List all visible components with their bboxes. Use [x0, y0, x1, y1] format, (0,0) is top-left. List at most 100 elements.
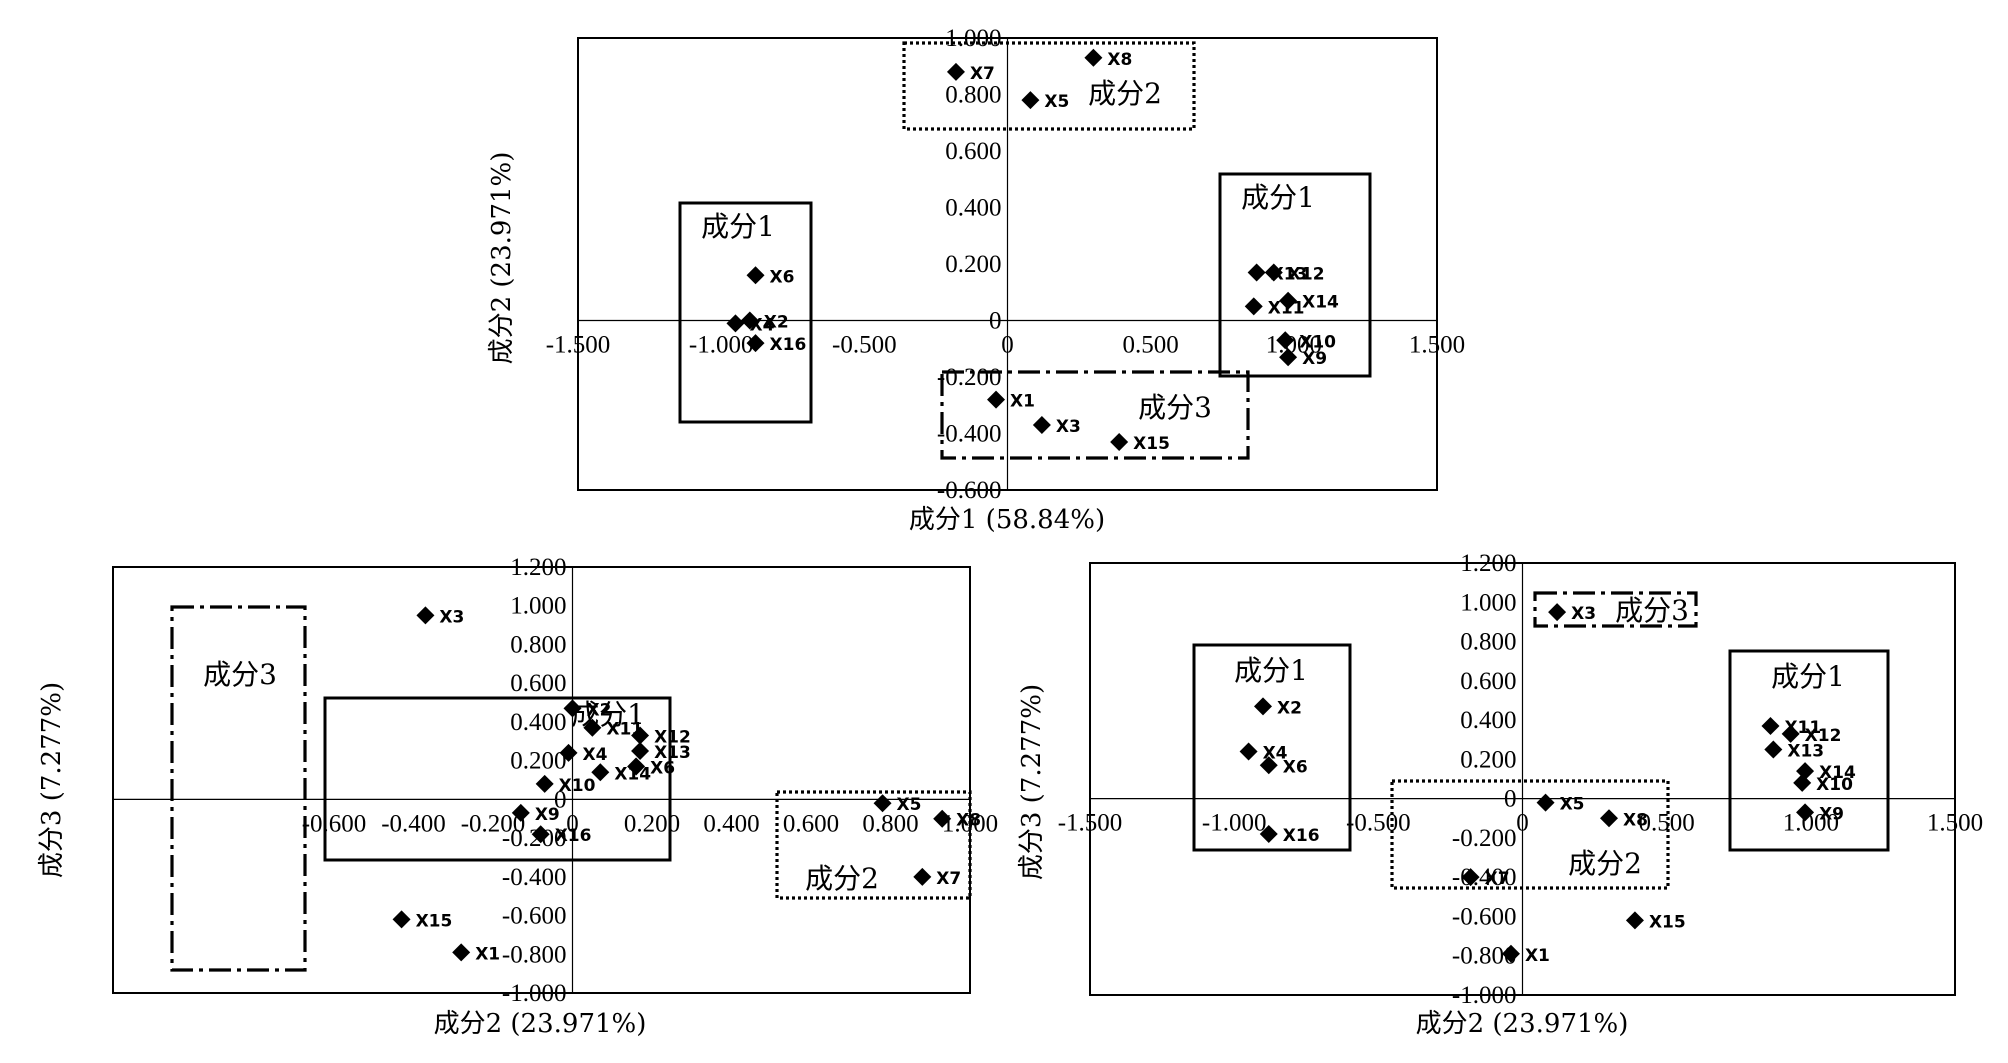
x-tick-label: -1.500 — [546, 332, 611, 359]
x-tick-label: -1.500 — [1058, 810, 1123, 837]
y-tick-label: 0 — [989, 308, 1002, 335]
group-box — [323, 696, 672, 862]
data-point-label: X10 — [1816, 775, 1853, 795]
data-point-marker — [1084, 48, 1103, 67]
data-point-marker — [559, 743, 578, 762]
group-box — [1728, 649, 1890, 852]
data-point-marker — [627, 757, 646, 776]
plot-component2-vs-component3-left: -0.600 -0.400 -0.200 0 0.200 0.400 0.600 0.800 1… — [37, 554, 998, 1039]
data-point-marker — [1239, 742, 1258, 761]
group-label: 成分3 — [1615, 594, 1689, 627]
y-tick-label: 0.600 — [510, 670, 566, 697]
data-point-marker — [726, 314, 745, 333]
data-point-label: X16 — [555, 826, 592, 846]
data-point-marker — [1259, 756, 1278, 775]
data-point-marker — [631, 726, 650, 745]
group-label: 成分1 — [1234, 654, 1308, 687]
data-point-label: X5 — [1560, 795, 1585, 815]
y-tick-label: 0.200 — [1460, 746, 1516, 773]
group-box — [902, 41, 1196, 131]
group-box — [1390, 779, 1670, 890]
data-point-marker — [1254, 697, 1272, 716]
y-tick-label: 1.200 — [1460, 550, 1516, 577]
y-tick-label: 0.400 — [1460, 707, 1516, 734]
group-label: 成分2 — [805, 862, 879, 895]
data-point-label: X14 — [1819, 763, 1856, 783]
data-point-label: X8 — [1107, 50, 1132, 70]
y-tick-label: -0.600 — [937, 477, 1002, 504]
data-point-marker — [1501, 944, 1520, 963]
data-point-label: X8 — [956, 811, 981, 831]
group-box — [1192, 643, 1352, 852]
group-box — [678, 201, 813, 424]
y-tick-label: -0.200 — [502, 825, 567, 852]
data-point-label: X3 — [1571, 604, 1596, 624]
data-point-marker — [1625, 911, 1644, 930]
data-point-label: X15 — [416, 911, 453, 931]
data-point-label: X2 — [587, 700, 612, 720]
y-tick-label: 0.800 — [1460, 629, 1516, 656]
data-point-marker — [913, 867, 932, 886]
y-tick-label: 0.600 — [1460, 668, 1516, 695]
data-point-label: X12 — [654, 727, 691, 747]
x-tick-label: -0.400 — [381, 810, 446, 837]
data-point-label: X10 — [559, 776, 596, 796]
y-tick-label: -0.400 — [502, 864, 567, 891]
data-point-label: X14 — [614, 764, 651, 784]
data-point-marker — [416, 606, 435, 625]
data-point-label: X6 — [770, 267, 795, 287]
y-tick-label: 0.400 — [945, 195, 1001, 222]
x-tick-label: -1.000 — [1202, 810, 1267, 837]
y-tick-label: 1.000 — [510, 593, 566, 620]
group-label: 成分1 — [701, 210, 775, 243]
y-tick-label: -0.600 — [502, 903, 567, 930]
data-point-marker — [591, 763, 610, 782]
data-point-label: X9 — [1302, 349, 1327, 369]
data-point-marker — [1259, 824, 1278, 843]
y-tick-label: 0.800 — [510, 631, 566, 658]
data-point-marker — [1548, 603, 1567, 622]
group-box — [170, 605, 307, 972]
y-tick-label: -0.200 — [937, 364, 1002, 391]
data-point-marker — [563, 699, 582, 718]
data-point-label: X1 — [475, 944, 500, 964]
data-point-marker — [1796, 803, 1815, 822]
data-point-marker — [1536, 793, 1555, 812]
data-point-marker — [1021, 91, 1040, 110]
y-tick-label: 1.000 — [945, 25, 1001, 52]
y-tick-label: 0.200 — [945, 251, 1001, 278]
data-point-label: X1 — [1525, 946, 1550, 966]
y-tick-label: -0.400 — [937, 421, 1002, 448]
data-point-label: X7 — [970, 64, 995, 84]
group-label: 成分1 — [1771, 660, 1845, 693]
data-point-marker — [873, 794, 892, 813]
data-point-marker — [933, 809, 952, 828]
y-tick-label: 0.600 — [945, 138, 1001, 165]
x-tick-label: 0.800 — [862, 810, 918, 837]
data-point-label: X8 — [1623, 810, 1648, 830]
group-label: 成分2 — [1088, 77, 1162, 110]
data-point-marker — [1461, 868, 1480, 887]
x-tick-label: 0.400 — [703, 810, 759, 837]
data-point-marker — [583, 718, 602, 737]
data-point-marker — [1032, 416, 1051, 435]
data-point-marker — [1247, 263, 1266, 282]
y-tick-label: -0.200 — [1452, 825, 1517, 852]
data-point-marker — [1279, 348, 1298, 367]
data-point-marker — [1761, 716, 1780, 735]
x-axis-title: 成分1 (58.84%) — [909, 505, 1105, 535]
x-tick-label: 0.600 — [783, 810, 839, 837]
data-point-marker — [1600, 809, 1618, 828]
y-tick-label: -0.600 — [1452, 903, 1517, 930]
data-point-marker — [987, 390, 1006, 409]
data-point-label: X13 — [654, 743, 691, 763]
y-tick-label: 0.200 — [510, 748, 566, 775]
group-label: 成分3 — [1138, 391, 1212, 424]
data-point-label: X12 — [1805, 726, 1842, 746]
x-tick-label: -0.500 — [1346, 810, 1411, 837]
data-point-label: X9 — [1819, 804, 1844, 824]
data-point-marker — [1279, 291, 1298, 310]
y-tick-label: 0 — [554, 786, 567, 813]
y-axis-title: 成分2 (23.971%) — [487, 152, 517, 365]
